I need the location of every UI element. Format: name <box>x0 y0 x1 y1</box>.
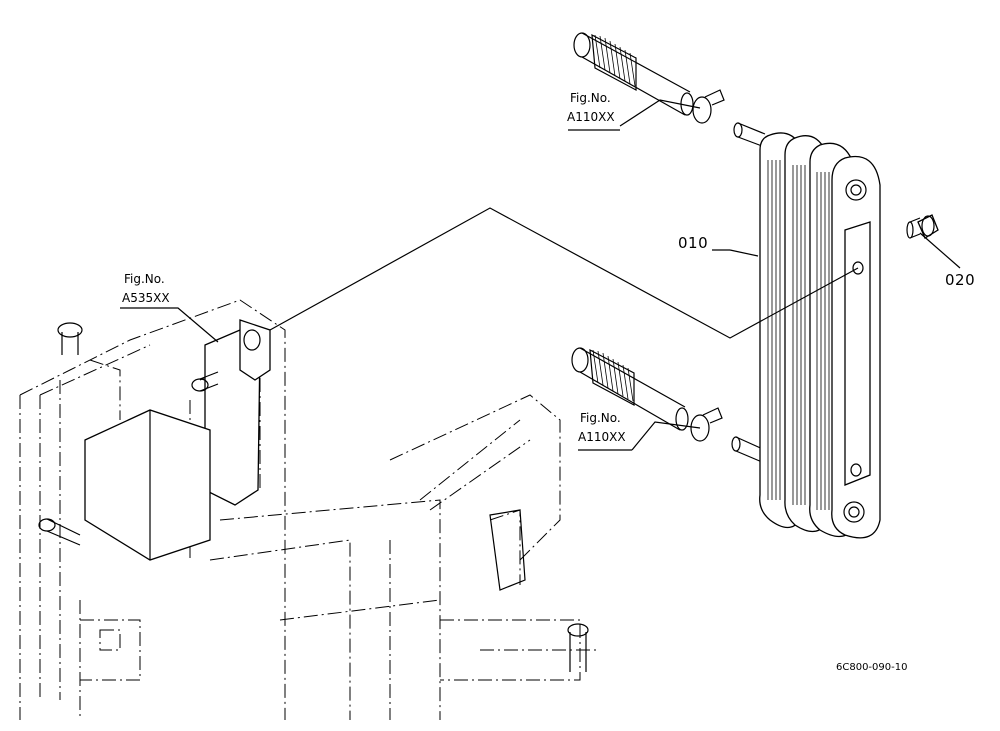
part-number-020: 020 <box>945 271 976 289</box>
oil-cooler-part-010 <box>759 132 881 539</box>
bolt-part-020 <box>906 214 939 239</box>
fig-label-top-line1: Fig.No. <box>570 91 611 105</box>
bracket-part <box>38 319 589 672</box>
fig-label-bottom-line1: Fig.No. <box>580 411 621 425</box>
fig-label-top-line2: A110XX <box>567 110 615 124</box>
fig-label-left-line1: Fig.No. <box>124 272 165 286</box>
fig-label-bottom-line2: A110XX <box>578 430 626 444</box>
top-hose <box>573 32 766 147</box>
leader-lines <box>120 99 961 451</box>
bottom-hose <box>571 347 766 463</box>
fig-label-left-line2: A535XX <box>122 291 170 305</box>
drawing-code: 6C800-090-10 <box>836 662 908 673</box>
part-number-010: 010 <box>678 234 709 252</box>
